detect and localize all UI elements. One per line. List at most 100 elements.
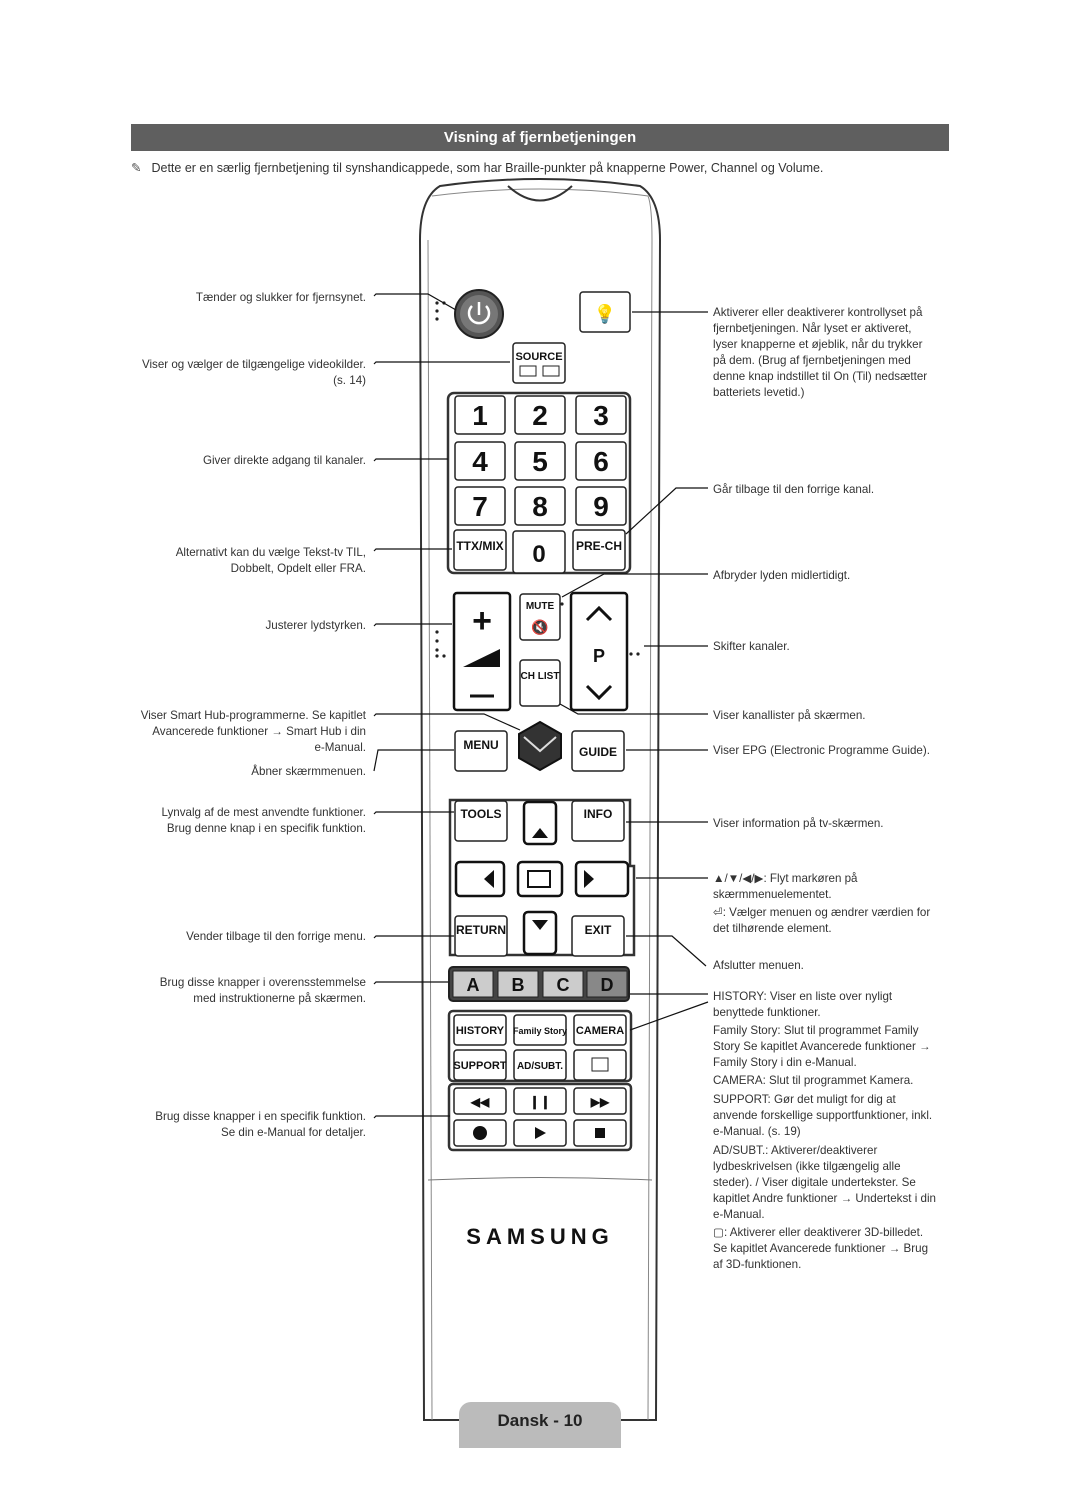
label-history-2: benyttede funktioner.	[713, 1006, 821, 1019]
digit-label-5: 5	[532, 446, 548, 477]
pencil-icon: ✎	[131, 160, 142, 175]
label-abcd-2: med instruktionerne på skærmen.	[193, 992, 366, 1005]
digit-label-1: 1	[472, 400, 488, 431]
label-family-3: Family Story i din e-Manual.	[713, 1056, 857, 1069]
label-media-1: Brug disse knapper i en specifik funktio…	[155, 1110, 366, 1123]
braille-note-text: Dette er en særlig fjernbetjening til sy…	[151, 161, 824, 175]
label-channel: Skifter kanaler.	[713, 640, 790, 653]
ttx-mix-button	[453, 529, 507, 571]
rewind-button	[453, 1087, 507, 1115]
page-number-tab: Dansk - 10	[459, 1402, 621, 1448]
digit-label-7: 7	[472, 491, 488, 522]
support-button	[453, 1049, 507, 1081]
right-arrow-icon	[584, 870, 594, 888]
color-key-d	[586, 970, 628, 998]
color-key-b	[497, 970, 539, 998]
svg-text:+: +	[472, 602, 492, 640]
up-arrow-icon	[532, 828, 548, 838]
pause-button	[513, 1087, 567, 1115]
brand-logo: SAMSUNG	[466, 1224, 613, 1249]
leader-lines	[373, 293, 709, 1119]
label-menu: Åbner skærmmenuen.	[251, 765, 366, 778]
stop-icon	[595, 1128, 605, 1138]
3d-icon	[591, 1057, 609, 1072]
exit-button	[571, 915, 625, 957]
digit-label-2: 2	[532, 400, 548, 431]
right-button	[574, 860, 630, 898]
tools-button	[454, 800, 508, 842]
color-key-label-b: B	[512, 975, 525, 995]
label-tools-2: Brug denne knap i en specifik funktion.	[166, 822, 366, 835]
3d-button	[573, 1049, 627, 1081]
label-prech: Går tilbage til den forrige kanal.	[713, 483, 875, 496]
label-family-2: Story Se kapitlet Avancerede funktioner …	[713, 1040, 931, 1053]
digit-key-8	[514, 486, 566, 526]
mute-label: MUTE	[526, 601, 555, 612]
power-icon	[467, 305, 491, 325]
label-history-1: HISTORY: Viser en liste over nyligt	[713, 990, 893, 1003]
label-light-1: Aktiverer eller deaktiverer kontrollyset…	[713, 306, 923, 319]
label-media-2: Se din e-Manual for detaljer.	[220, 1126, 366, 1139]
digit-label-8: 8	[532, 491, 548, 522]
label-adsubt-2: lydbeskrivelsen (ikke tilgængelig alle	[713, 1160, 901, 1173]
pre-ch-label: PRE-CH	[576, 539, 622, 553]
channel-up-icon	[585, 605, 613, 622]
braille-note: ✎ Dette er en særlig fjernbetjening til s…	[131, 160, 823, 175]
support-label: SUPPORT	[453, 1060, 506, 1072]
label-guide: Viser EPG (Electronic Programme Guide).	[713, 744, 930, 757]
digit-key-2	[514, 395, 566, 435]
tools-label: TOOLS	[460, 807, 501, 821]
family-story-button	[513, 1014, 567, 1046]
color-key-label-d: D	[601, 975, 614, 995]
label-enter-2: det tilhørende element.	[713, 922, 832, 935]
color-key-label-a: A	[467, 975, 480, 995]
digit-label-9: 9	[593, 491, 609, 522]
label-light-5: denne knap indstillet til On (Til) nedsæ…	[713, 370, 928, 383]
label-abcd-1: Brug disse knapper i overensstemmelse	[159, 976, 366, 989]
ad-subt-label: AD/SUBT.	[517, 1061, 563, 1072]
label-arrows-2: skærmmenuelementet.	[713, 888, 832, 901]
ad-subt-button	[513, 1049, 567, 1081]
camera-label: CAMERA	[576, 1025, 624, 1037]
label-info: Viser information på tv-skærmen.	[713, 817, 884, 830]
color-key-c	[542, 970, 584, 998]
record-icon	[473, 1126, 487, 1140]
label-support-3: e-Manual. (s. 19)	[713, 1125, 801, 1138]
digit-key-1	[454, 395, 506, 435]
up-button	[522, 800, 558, 846]
digit-label-0: 0	[532, 541, 545, 568]
label-3d-3: af 3D-funktionen.	[713, 1258, 802, 1271]
info-label: INFO	[584, 807, 613, 821]
label-adsubt-3: steder). / Viser digitale undertekster. …	[713, 1176, 916, 1189]
label-tools-1: Lynvalg af de mest anvendte funktioner.	[161, 806, 366, 819]
left-button	[454, 860, 506, 898]
label-enter-1: ⏎: Vælger menuen og ændrer værdien for	[713, 906, 931, 919]
section-header: Visning af fjernbetjeningen	[131, 124, 949, 151]
digit-key-7	[454, 486, 506, 526]
left-arrow-icon	[484, 870, 494, 888]
history-button	[453, 1014, 507, 1046]
digit-key-3	[575, 395, 627, 435]
digit-label-3: 3	[593, 400, 609, 431]
label-ttx-1: Alternativt kan du vælge Tekst-tv TIL,	[175, 546, 366, 559]
pause-icon: ❙❙	[529, 1094, 551, 1110]
channel-rocker	[569, 591, 629, 712]
label-smarthub-3: e-Manual.	[314, 741, 366, 754]
ch-list-label: CH LIST	[521, 671, 560, 682]
label-volume: Justerer lydstyrken.	[265, 619, 366, 632]
label-camera: CAMERA: Slut til programmet Kamera.	[713, 1074, 914, 1087]
enter-icon	[527, 870, 551, 888]
source-label: SOURCE	[515, 351, 562, 363]
fast-forward-button	[573, 1087, 627, 1115]
digit-key-9	[575, 486, 627, 526]
label-adsubt-1: AD/SUBT.: Aktiverer/deaktiverer	[713, 1144, 878, 1157]
digit-key-5	[514, 441, 566, 481]
label-light-3: lyser knapperne et øjeblik, når du trykk…	[713, 338, 923, 351]
ch-list-button	[519, 659, 561, 707]
guide-button	[571, 730, 625, 772]
source-button	[512, 342, 566, 384]
color-key-a	[452, 970, 494, 998]
label-source-2: (s. 14)	[333, 374, 366, 387]
